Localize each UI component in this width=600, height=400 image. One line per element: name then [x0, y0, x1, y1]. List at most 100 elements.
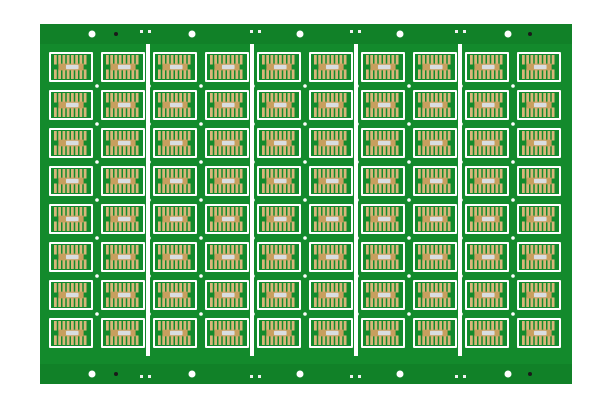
gold-pad: [314, 207, 317, 217]
gold-pad: [214, 169, 218, 179]
gold-pad: [71, 131, 74, 141]
gold-pad: [551, 259, 555, 269]
gold-pad: [470, 107, 473, 117]
gold-pad: [487, 55, 490, 65]
smd-component: [429, 216, 443, 222]
gold-pad: [543, 335, 547, 345]
gold-pad: [447, 283, 451, 293]
gold-pad: [343, 69, 347, 79]
smd-component: [377, 140, 391, 146]
mouse-bite-hole: [199, 160, 203, 164]
gold-pad: [539, 245, 542, 255]
gold-pad: [430, 207, 434, 217]
gold-pad: [530, 93, 534, 103]
gold-pad: [343, 131, 347, 141]
gold-pad: [430, 245, 434, 255]
gold-pad: [239, 259, 243, 269]
gold-pad: [522, 55, 525, 65]
gold-pad: [239, 321, 243, 331]
gold-pad: [366, 169, 369, 179]
gold-pad: [62, 259, 66, 269]
gold-pad: [210, 169, 213, 179]
gold-pad: [218, 259, 222, 269]
gold-pad: [395, 321, 399, 331]
gold-pad: [522, 297, 525, 307]
gold-pad: [118, 283, 122, 293]
gold-pad: [187, 245, 191, 255]
gold-pad: [266, 145, 270, 155]
gold-pad: [166, 259, 170, 269]
gold-pad: [422, 131, 426, 141]
gold-pad: [162, 55, 166, 65]
gold-pad: [131, 207, 135, 217]
gold-pad: [487, 259, 490, 269]
gold-pad: [114, 93, 118, 103]
gold-pad: [166, 207, 170, 217]
gold-pad: [179, 169, 183, 179]
gold-pad: [106, 55, 109, 65]
gold-pad: [495, 245, 499, 255]
gold-pad: [83, 55, 87, 65]
gold-pad: [474, 145, 478, 155]
gold-pad: [314, 335, 317, 345]
gold-pad: [127, 93, 131, 103]
gold-pad: [127, 145, 131, 155]
gold-pad: [534, 221, 538, 231]
gold-pad: [214, 55, 218, 65]
gold-pad: [214, 145, 218, 155]
gold-pad: [135, 145, 139, 155]
gold-pad: [526, 131, 530, 141]
smd-component: [377, 292, 391, 298]
rail-mark: [250, 30, 253, 33]
gold-pad: [543, 221, 547, 231]
gold-pad: [474, 245, 478, 255]
gold-pad: [166, 321, 170, 331]
mouse-bite-hole: [95, 160, 99, 164]
gold-pad: [170, 297, 174, 307]
gold-pad: [270, 183, 274, 193]
smd-component: [377, 254, 391, 260]
gold-pad: [383, 207, 386, 217]
gold-pad: [279, 221, 282, 231]
gold-pad: [222, 69, 226, 79]
gold-pad: [162, 107, 166, 117]
gold-pad: [175, 297, 178, 307]
gold-pad: [262, 169, 265, 179]
gold-pad: [383, 69, 386, 79]
gold-pad: [110, 297, 114, 307]
mouse-bite-hole: [95, 198, 99, 202]
gold-pad: [482, 335, 486, 345]
gold-pad: [175, 107, 178, 117]
gold-pad: [339, 169, 343, 179]
gold-pad: [470, 221, 473, 231]
gold-pad: [470, 69, 473, 79]
gold-pad: [123, 207, 126, 217]
gold-pad: [187, 335, 191, 345]
gold-pad: [62, 131, 66, 141]
mouse-bite-hole: [303, 236, 307, 240]
gold-pad: [71, 297, 74, 307]
gold-pad: [422, 69, 426, 79]
gold-pad: [343, 207, 347, 217]
gold-pad: [378, 93, 382, 103]
gold-pad: [179, 221, 183, 231]
gold-pad: [426, 221, 430, 231]
smd-component: [273, 140, 287, 146]
gold-pad: [287, 335, 291, 345]
gold-pad: [162, 69, 166, 79]
smd-component: [533, 330, 547, 336]
gold-pad: [539, 69, 542, 79]
gold-pad: [83, 297, 87, 307]
gold-pad: [491, 245, 495, 255]
mouse-bite-hole: [459, 274, 463, 278]
gold-pad: [54, 131, 57, 141]
gold-pad: [495, 131, 499, 141]
gold-pad: [539, 335, 542, 345]
gold-pad: [214, 131, 218, 141]
gold-pad: [279, 335, 282, 345]
gold-pad: [530, 131, 534, 141]
gold-pad: [106, 169, 109, 179]
gold-pad: [366, 259, 369, 269]
gold-pad: [387, 145, 391, 155]
gold-pad: [474, 297, 478, 307]
